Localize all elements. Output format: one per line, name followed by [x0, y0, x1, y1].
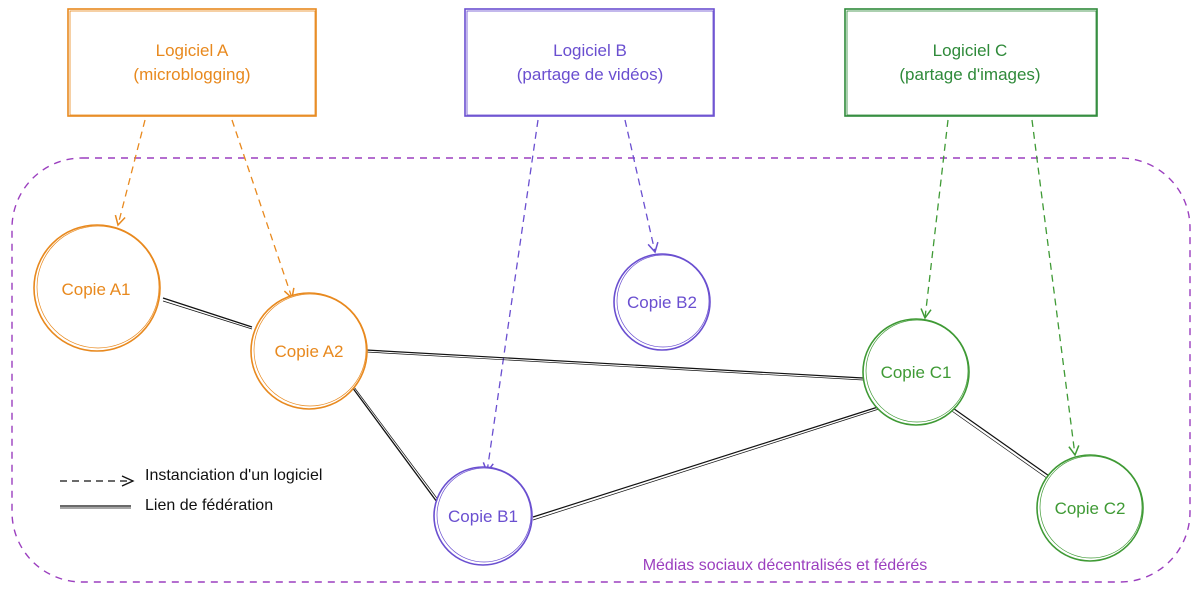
region-label: Médias sociaux décentralisés et fédérés: [643, 557, 928, 574]
copy-b1-label: Copie B1: [448, 507, 518, 526]
instantiation-arrow-c-c1: [920, 119, 949, 320]
instantiation-arrow-c-c2: [1031, 119, 1080, 457]
software-c-desc: (partage d'images): [899, 65, 1040, 84]
copy-c2-node: Copie C2: [1036, 454, 1144, 562]
federation-link-c1-c2: [948, 405, 1053, 482]
software-b-box: Logiciel B (partage de vidéos): [464, 8, 715, 117]
federation-link-b1-c1: [532, 406, 880, 521]
copy-b2-label: Copie B2: [627, 293, 697, 312]
copy-b2-node: Copie B2: [613, 253, 711, 351]
federation-link-a2-c1: [365, 349, 864, 381]
instantiation-arrow-a-a1: [114, 119, 146, 227]
instantiation-arrow-a-a2: [231, 119, 295, 300]
software-b-name: Logiciel B: [553, 41, 627, 60]
copy-a2-node: Copie A2: [250, 292, 368, 410]
copy-a2-label: Copie A2: [275, 342, 344, 361]
copy-b1-node: Copie B1: [433, 466, 533, 566]
instantiation-arrow-b-b1: [482, 119, 539, 474]
instantiation-arrow-b-b2: [624, 119, 659, 254]
software-c-name: Logiciel C: [933, 41, 1008, 60]
copy-a1-label: Copie A1: [62, 280, 131, 299]
legend: Instanciation d'un logiciel Lien de fédé…: [60, 467, 322, 514]
software-a-desc: (microblogging): [133, 65, 250, 84]
legend-federation-label: Lien de fédération: [145, 497, 273, 514]
legend-federation-swatch: [60, 505, 131, 509]
copy-c1-label: Copie C1: [881, 363, 952, 382]
federation-link-a1-a2: [162, 297, 253, 330]
copy-c1-node: Copie C1: [862, 318, 970, 426]
copy-c2-label: Copie C2: [1055, 499, 1126, 518]
software-a-box: Logiciel A (microblogging): [67, 8, 317, 117]
software-b-desc: (partage de vidéos): [517, 65, 663, 84]
software-c-box: Logiciel C (partage d'images): [844, 8, 1098, 117]
legend-instantiation-label: Instanciation d'un logiciel: [145, 467, 322, 484]
copy-a1-node: Copie A1: [33, 224, 161, 352]
federation-region: [11, 157, 1191, 583]
software-a-name: Logiciel A: [156, 41, 229, 60]
federation-link-a2-b1: [351, 386, 440, 503]
